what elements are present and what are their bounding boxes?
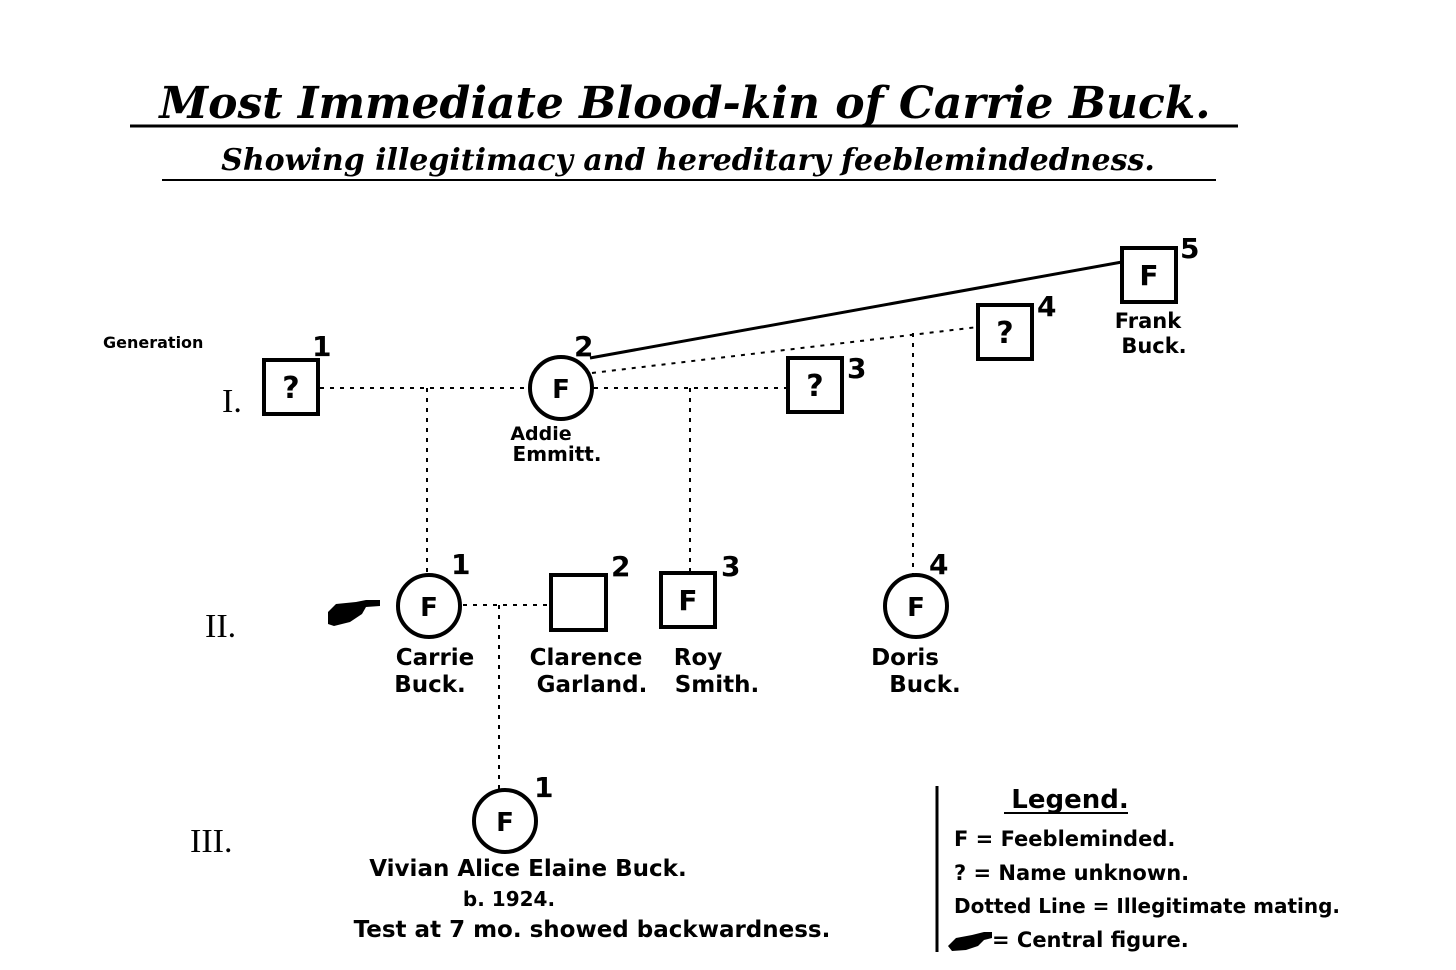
symbol-label: F [678,584,697,617]
individual-number: 5 [1180,232,1199,265]
male-symbol [549,573,608,632]
female-symbol [528,355,594,421]
individual-name-line2: Buck. [394,672,466,698]
male-unknown-symbol [262,358,320,416]
individual-name-line2: Smith. [675,672,760,698]
individual-note: Test at 7 mo. showed backwardness. [354,917,831,943]
individual-g1-4: ? 4 [976,290,1056,361]
individual-name-line2: Emmitt. [513,442,602,466]
individual-name-line1: Addie [510,423,571,445]
individual-name-line1: Vivian Alice Elaine Buck. [369,856,686,882]
legitimate-mating-line [589,260,1123,360]
individual-name-line1: Frank [1115,309,1182,333]
symbol-label: F [907,593,925,623]
individual-number: 4 [929,548,948,581]
individual-name-line2: Buck. [1121,334,1186,358]
individual-number: 1 [534,771,553,804]
individual-g2-3: F 3 Roy Smith. [659,550,760,698]
individual-birth: b. 1924. [463,887,555,911]
individual-name-line1: Clarence [530,645,643,671]
individual-name-line1: Doris [871,645,939,671]
individual-name-line2: Garland. [537,672,648,698]
legend-pointing-hand-icon [948,932,992,951]
pointing-hand-icon [328,600,380,626]
individual-number: 1 [312,330,331,363]
individual-g3-1: F 1 Vivian Alice Elaine Buck. b. 1924. T… [354,771,831,943]
legend-item-name-unknown: ? = Name unknown. [954,861,1189,885]
individual-number: 1 [451,548,470,581]
individual-g1-1: ? 1 [262,330,331,416]
individual-number: 2 [611,550,630,583]
male-unknown-symbol [786,356,844,414]
individual-g2-4: F 4 Doris Buck. [871,548,961,698]
symbol-label: F [420,593,438,623]
legend: Legend. F = Feebleminded. ? = Name unkno… [948,785,1340,952]
male-symbol [1120,246,1178,304]
mating-line-g1-2-g1-4 [591,326,979,374]
generation-II-label: II. [205,608,236,645]
individual-name-line1: Carrie [396,645,475,671]
symbol-label: ? [806,369,823,404]
individual-number: 2 [574,330,593,363]
generation-I-label: I. [222,383,242,420]
individual-number: 3 [847,352,866,385]
illegitimate-mating-lines [320,326,979,790]
chart-title: Most Immediate Blood-kin of Carrie Buck. [157,78,1210,129]
symbol-label: F [1139,259,1158,292]
individual-g2-2: 2 Clarence Garland. [530,550,648,698]
symbol-label: ? [282,371,299,406]
female-symbol [883,573,949,639]
male-unknown-symbol [976,303,1034,361]
individual-number: 4 [1037,290,1056,323]
symbol-label: F [496,808,514,838]
generation-label: Generation [103,333,203,352]
symbol-label: ? [996,316,1013,351]
central-figure-pointer [328,600,380,626]
individual-name-line1: Roy [674,645,723,671]
individual-g1-5: F 5 Frank Buck. [1115,232,1200,358]
chart-subtitle: Showing illegitimacy and hereditary feeb… [221,143,1155,178]
legend-title: Legend. [1011,785,1128,815]
legend-item-feebleminded: F = Feebleminded. [954,827,1175,851]
individual-name-line2: Buck. [889,672,961,698]
individual-g1-2: F 2 Addie Emmitt. [510,330,601,466]
individual-g2-1: F 1 Carrie Buck. [394,548,474,698]
female-symbol [396,573,462,639]
symbol-label: F [552,375,570,405]
female-symbol [472,788,538,854]
legend-item-central-figure: = Central figure. [992,928,1189,952]
individual-number: 3 [721,550,740,583]
male-symbol [659,571,717,629]
individual-g1-3: ? 3 [786,352,866,414]
generation-III-label: III. [190,823,232,860]
legend-item-dotted-line: Dotted Line = Illegitimate mating. [954,894,1340,918]
